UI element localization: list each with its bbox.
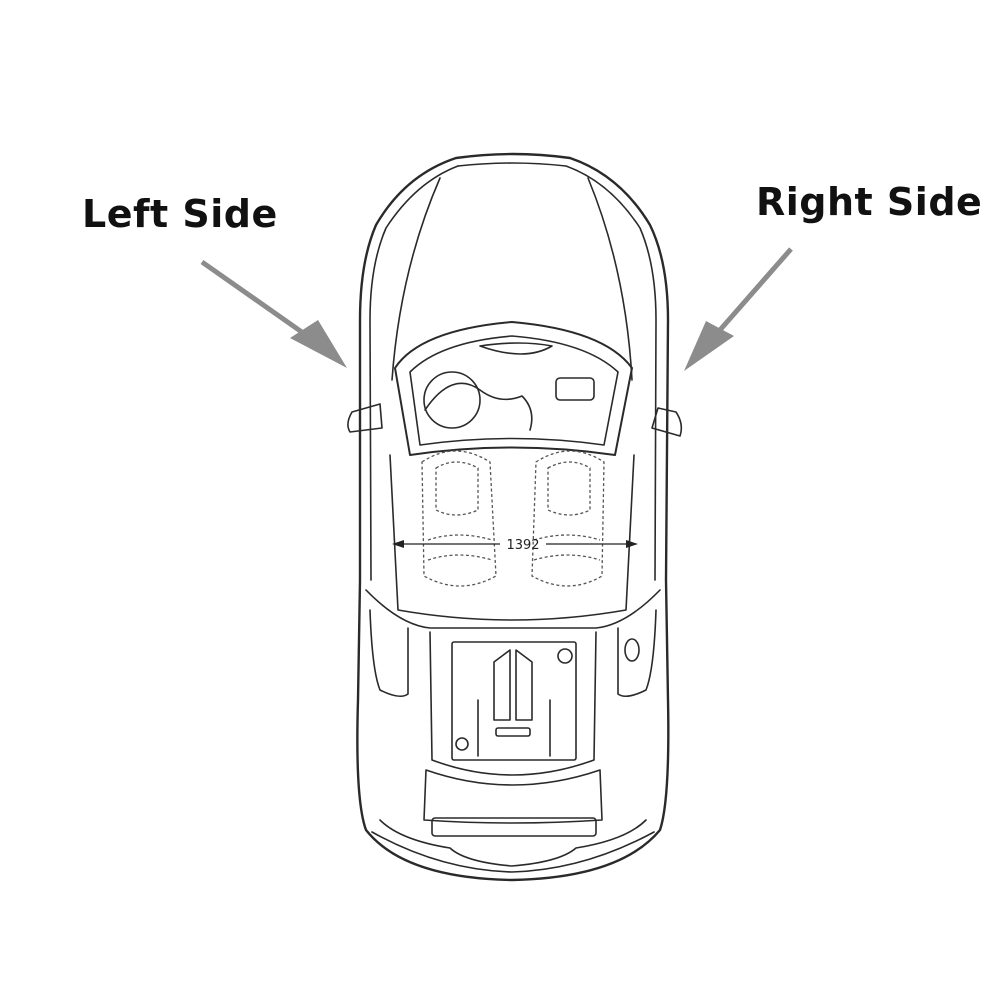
dimension-value: 1392: [506, 538, 539, 553]
left-side-label: Left Side: [82, 192, 278, 236]
seats-outline: [421, 450, 605, 587]
right-side-label: Right Side: [756, 180, 983, 224]
right-arrow-icon: [684, 247, 793, 371]
dimension-arrow-icon: [392, 540, 638, 548]
left-arrow-icon: [200, 259, 347, 368]
car-outline: [347, 152, 683, 882]
